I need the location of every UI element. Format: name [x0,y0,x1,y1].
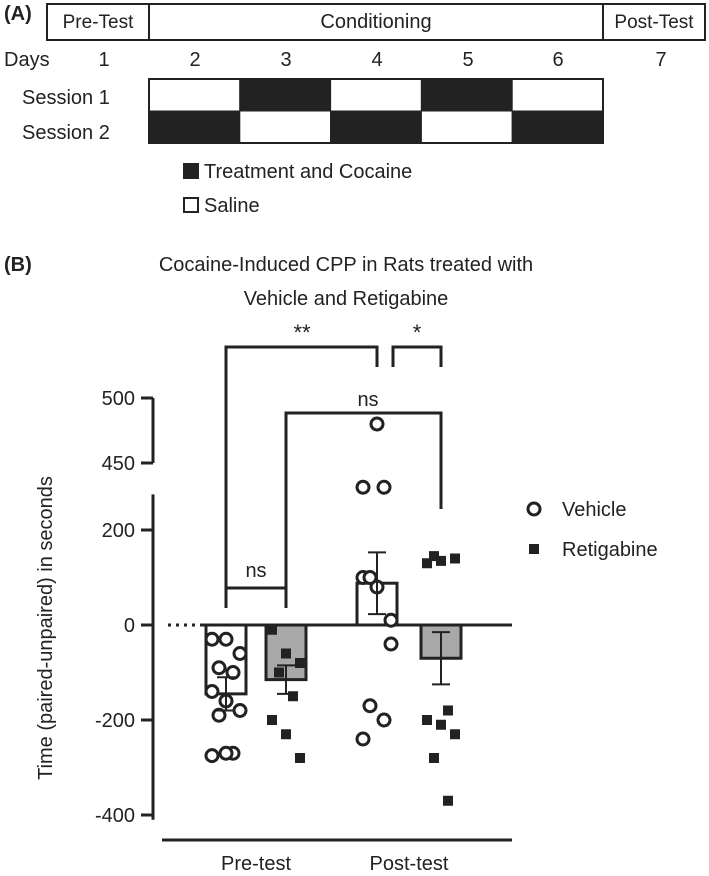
y-tick-label--200: -200 [95,710,135,732]
phase-box-pretest [46,3,150,41]
day-7: 7 [655,49,666,71]
point-retigabine-pre-test [288,691,298,702]
y-tick-label-450: 450 [102,453,135,475]
point-retigabine-post-test [436,555,446,566]
legend-retigabine-marker [529,544,539,554]
point-vehicle-pre-test [218,631,234,647]
day-6: 6 [552,49,563,71]
legend-retigabine-label: Retigabine [562,539,658,561]
point-vehicle-pre-test [218,745,234,761]
session-1-cell-day-5 [420,78,513,112]
bracket-pre-vs-post-vehicle [224,345,379,592]
point-vehicle-pre-test [232,703,248,718]
point-retigabine-post-test [422,715,432,725]
point-vehicle-post-test [355,731,371,747]
y-axis-label: Time (paired-unpaired) in seconds [35,476,57,780]
point-retigabine-pre-test [295,658,305,668]
point-vehicle-pre-test [204,684,220,699]
days-label: Days [4,49,50,71]
session-2-label: Session 2 [22,122,110,144]
point-vehicle-post-test [383,612,399,628]
panel-b: (B) Cocaine-Induced CPP in Rats treated … [4,254,658,875]
session-1-cell-day-6 [511,78,604,112]
point-retigabine-pre-test [281,648,291,659]
point-retigabine-post-test [443,705,453,716]
panel-a-label: (A) [4,3,32,25]
panel-a: (A) Pre-Test Conditioning Post-Test Days… [4,3,706,217]
session-1-cell-day-4 [330,78,422,112]
point-vehicle-post-test [362,698,378,714]
panel-b-label: (B) [4,254,32,276]
point-vehicle-post-test [376,712,392,728]
legend-treatment-swatch [183,163,199,179]
chart-title-line2: Vehicle and Retigabine [244,288,449,310]
day-3: 3 [280,49,291,71]
phase-label-posttest: Post-Test [614,12,694,33]
session-2-cell-day-4 [330,110,422,144]
point-vehicle-post-test [383,636,399,652]
point-retigabine-pre-test [267,624,277,635]
point-vehicle-pre-test [204,631,220,647]
legend-vehicle-label: Vehicle [562,499,627,521]
legend-treatment-label: Treatment and Cocaine [204,161,412,183]
chart-title-line1: Cocaine-Induced CPP in Rats treated with [159,254,533,276]
phase-box-conditioning [148,3,604,41]
point-retigabine-pre-test [295,753,305,763]
day-1: 1 [98,49,109,71]
bracket-pre-test [224,586,288,608]
session-2-cell-day-2 [148,110,241,144]
session-1-cell-day-2 [148,78,241,112]
phase-label-conditioning: Conditioning [320,11,431,33]
legend-saline-swatch [183,197,199,213]
legend-saline-label: Saline [204,195,260,217]
session-2-cell-day-5 [420,110,513,144]
point-vehicle-post-test [376,479,392,495]
point-retigabine-post-test [429,551,439,562]
point-retigabine-post-test [450,553,460,564]
point-retigabine-pre-test [274,667,284,678]
point-retigabine-pre-test [267,715,277,725]
point-vehicle-post-test [369,416,385,432]
session-1-cell-day-3 [239,78,332,112]
point-vehicle-post-test [355,479,371,495]
session-1-label: Session 1 [22,87,110,109]
point-vehicle-pre-test [232,646,248,661]
sig-label-retigabine: ns [357,389,378,411]
legend-vehicle-marker [526,501,542,517]
point-retigabine-post-test [443,795,453,806]
point-vehicle-pre-test [211,660,227,676]
point-retigabine-post-test [422,558,432,569]
y-tick-label-500: 500 [102,388,135,410]
point-vehicle-pre-test [211,707,227,723]
day-5: 5 [462,49,473,71]
y-tick-label--400: -400 [95,805,135,827]
y-tick-label-0: 0 [124,615,135,637]
point-retigabine-post-test [429,753,439,763]
point-vehicle-post-test [362,570,378,585]
point-vehicle-pre-test [204,748,220,764]
day-2: 2 [189,49,200,71]
y-tick-label-200: 200 [102,520,135,542]
bracket-pre-vs-post-retigabine [284,411,443,592]
session-grid [148,78,604,144]
plot-area [204,416,463,806]
sig-label-pre: ns [245,560,266,582]
sig-label-post: * [413,320,422,345]
session-grid-border [148,78,604,144]
phase-label-pretest: Pre-Test [63,12,134,33]
sig-label-vehicle: ** [293,320,311,345]
significance-brackets [224,345,443,608]
day-4: 4 [371,49,382,71]
point-vehicle-pre-test [225,665,241,680]
point-retigabine-post-test [436,719,446,730]
x-category-label-pre-test: Pre-test [221,853,291,875]
session-2-cell-day-6 [511,110,604,144]
point-retigabine-post-test [450,729,460,740]
phase-box-posttest [602,3,706,41]
session-2-cell-day-3 [239,110,332,144]
point-retigabine-pre-test [281,729,291,740]
x-category-label-post-test: Post-test [370,853,449,875]
bracket-post [391,345,443,367]
